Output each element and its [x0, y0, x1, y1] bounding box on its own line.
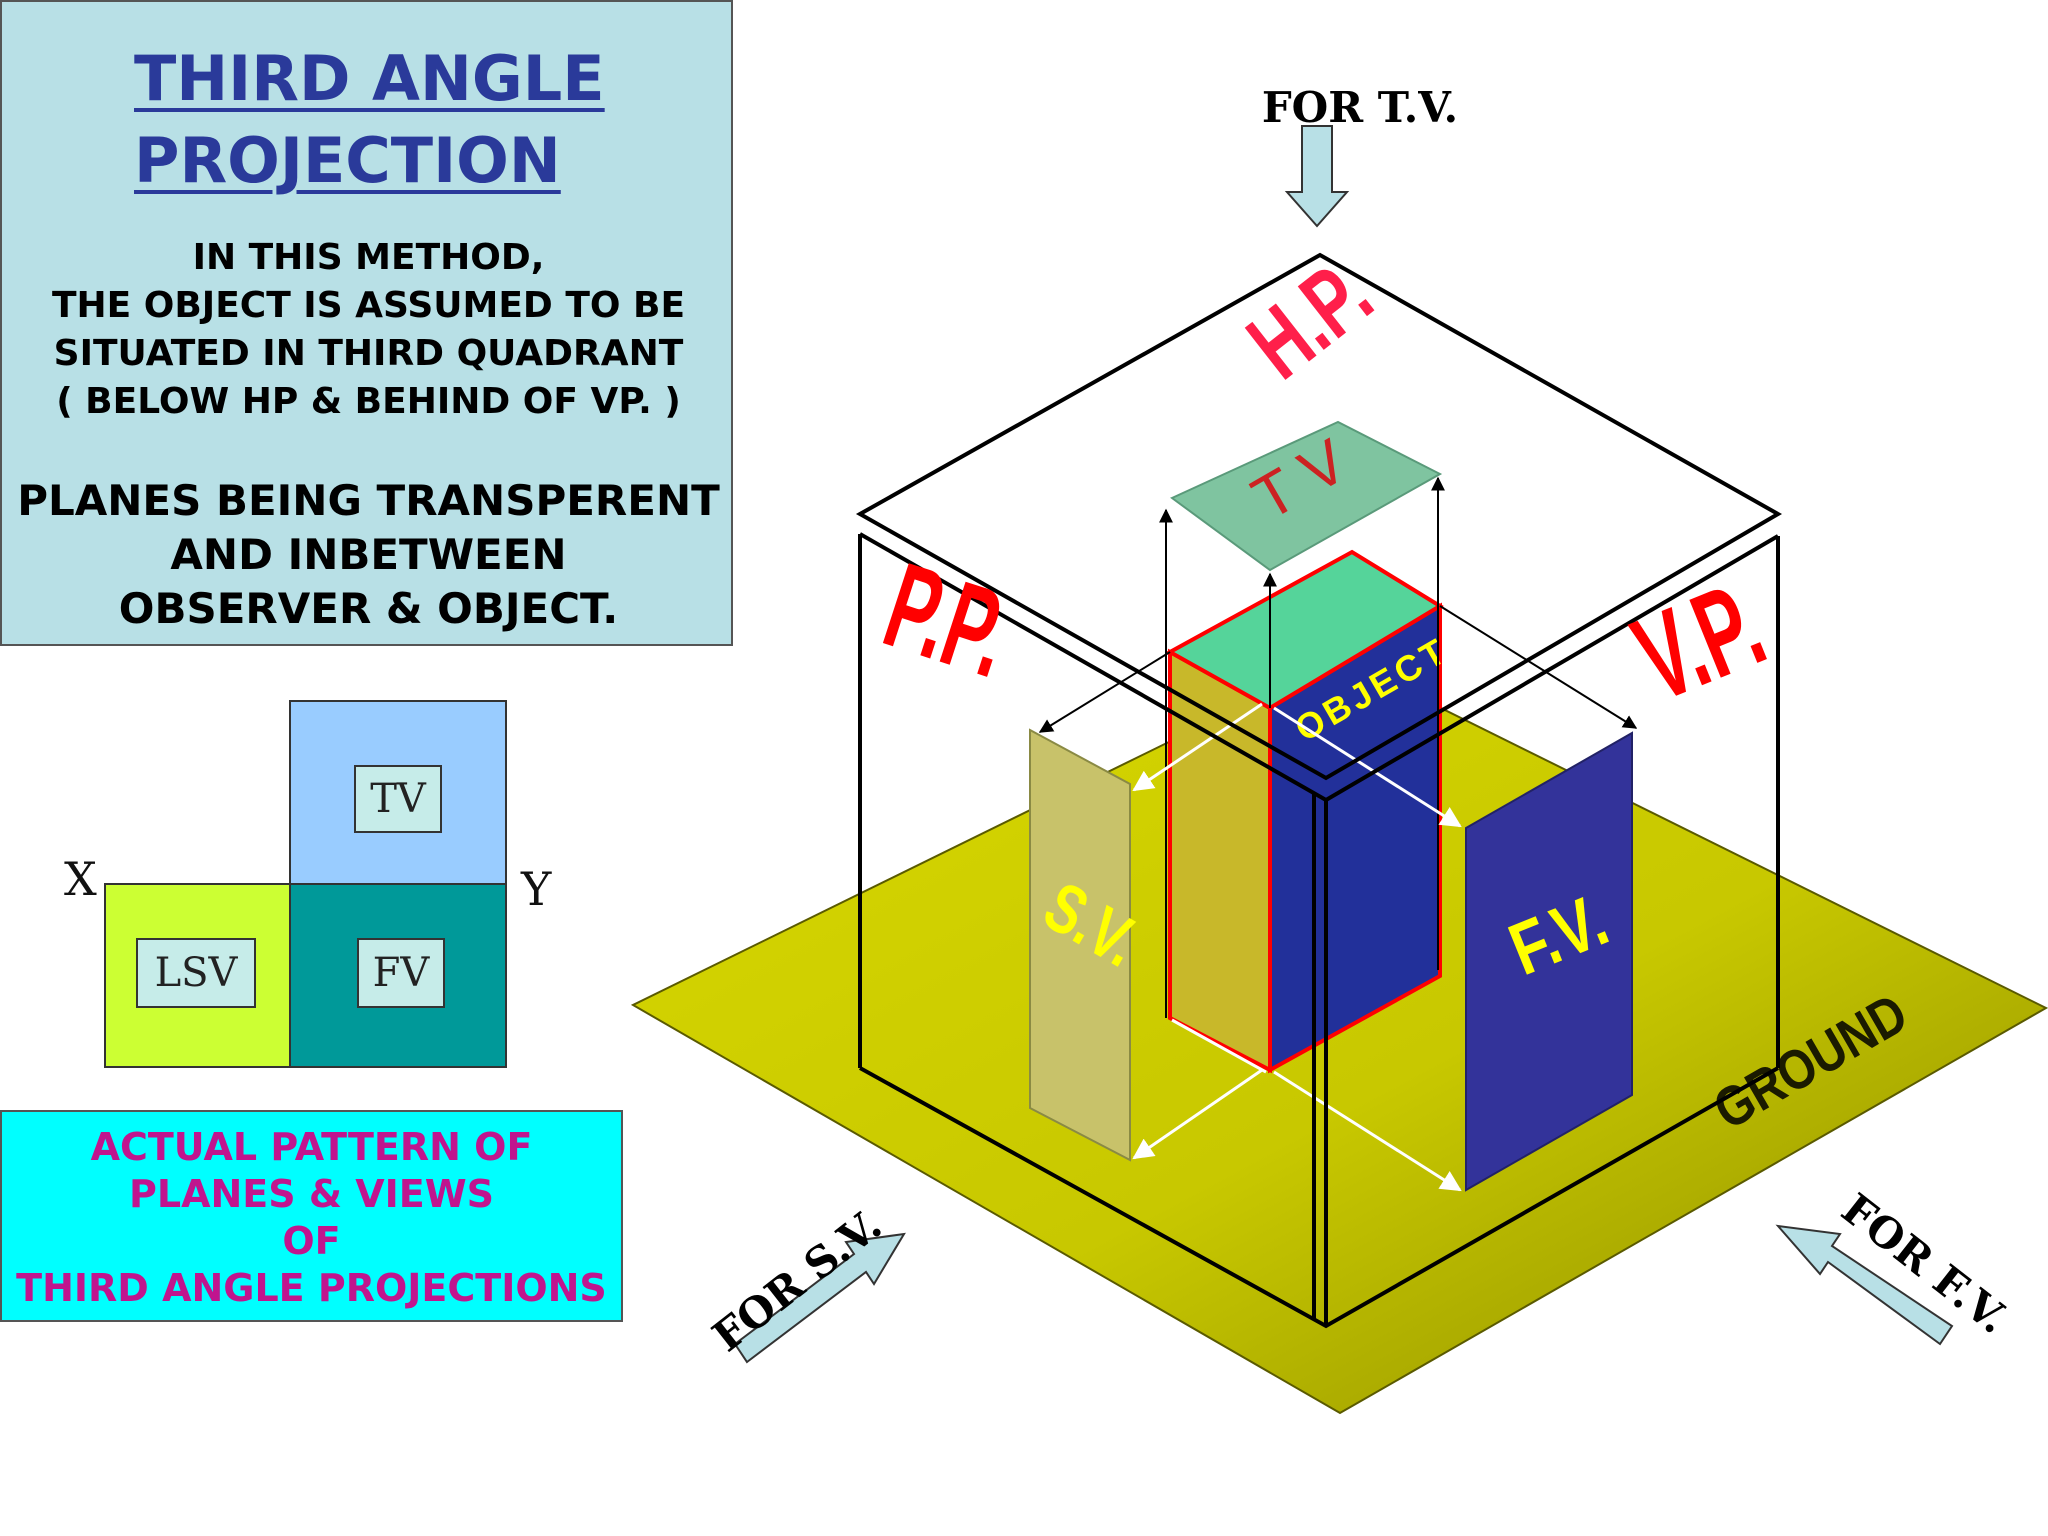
planes-description: PLANES BEING TRANSPERENT AND INBETWEEN O…	[2, 474, 735, 636]
pattern-line: THIRD ANGLE PROJECTIONS	[16, 1266, 607, 1310]
hp-label-text: H.P.	[1228, 239, 1390, 399]
object-side-face	[1168, 648, 1272, 1074]
layout-lsv-label: LSV	[136, 938, 256, 1008]
for-sv-indicator: FOR S.V.	[703, 1200, 906, 1364]
description-line: THE OBJECT IS ASSUMED TO BE	[51, 285, 686, 326]
box-top-rim	[859, 532, 1327, 802]
projector-line-white	[1171, 1018, 1267, 1074]
hp-label: H.P.	[1228, 239, 1390, 399]
top-view-panel	[1170, 420, 1443, 572]
up-left-arrow-icon	[1775, 1224, 1954, 1346]
planes-line: AND INBETWEEN	[170, 530, 567, 579]
projector-line	[1038, 651, 1171, 733]
ground-plane	[630, 656, 2048, 1415]
projector-line-white	[1273, 706, 1462, 828]
y-label: Y	[521, 862, 552, 916]
for-tv-text: FOR T.V.	[1262, 83, 1458, 132]
vp-label: V.P.	[1617, 556, 1781, 728]
for-fv-indicator: FOR F.V.	[1775, 1184, 2017, 1346]
projector-line-white	[1132, 1068, 1263, 1160]
projector-line-white	[1132, 702, 1263, 792]
box-top-rim	[1324, 534, 1780, 802]
pattern-line: PLANES & VIEWS	[129, 1172, 494, 1216]
pattern-line: OF	[282, 1219, 341, 1263]
info-box: THIRD ANGLE PROJECTION IN THIS METHOD, T…	[0, 0, 733, 646]
for-tv-indicator: FOR T.V.	[1262, 83, 1458, 228]
description-line: SITUATED IN THIRD QUADRANT	[53, 333, 684, 374]
pattern-line: ACTUAL PATTERN OF	[90, 1125, 533, 1169]
x-label: X	[64, 852, 97, 906]
page-title: THIRD ANGLE PROJECTION	[134, 38, 605, 202]
method-description: IN THIS METHOD, THE OBJECT IS ASSUMED TO…	[2, 234, 735, 426]
description-line: ( BELOW HP & BEHIND OF VP. )	[56, 381, 681, 422]
front-view-panel	[1465, 731, 1633, 1192]
planes-line: PLANES BEING TRANSPERENT	[17, 476, 720, 525]
for-sv-text: FOR S.V.	[703, 1200, 890, 1361]
pp-label-text: P.P.	[870, 538, 1026, 704]
box-top-face	[855, 252, 1783, 781]
vp-label-text: V.P.	[1617, 556, 1781, 728]
down-arrow-icon	[1284, 125, 1350, 228]
layout-tv-label: TV	[354, 765, 442, 833]
title-line-1: THIRD ANGLE	[134, 42, 605, 115]
description-line: IN THIS METHOD,	[192, 237, 545, 278]
projector-line-white	[1273, 1070, 1462, 1192]
pattern-caption-box: ACTUAL PATTERN OF PLANES & VIEWS OF THIR…	[0, 1110, 623, 1322]
title-line-2: PROJECTION	[134, 124, 561, 197]
up-right-arrow-icon	[733, 1232, 906, 1364]
pp-label: P.P.	[870, 538, 1026, 704]
projector-line	[1439, 605, 1638, 729]
planes-line: OBSERVER & OBJECT.	[118, 584, 619, 633]
layout-fv-label: FV	[357, 938, 445, 1008]
side-view-panel	[1029, 728, 1131, 1162]
